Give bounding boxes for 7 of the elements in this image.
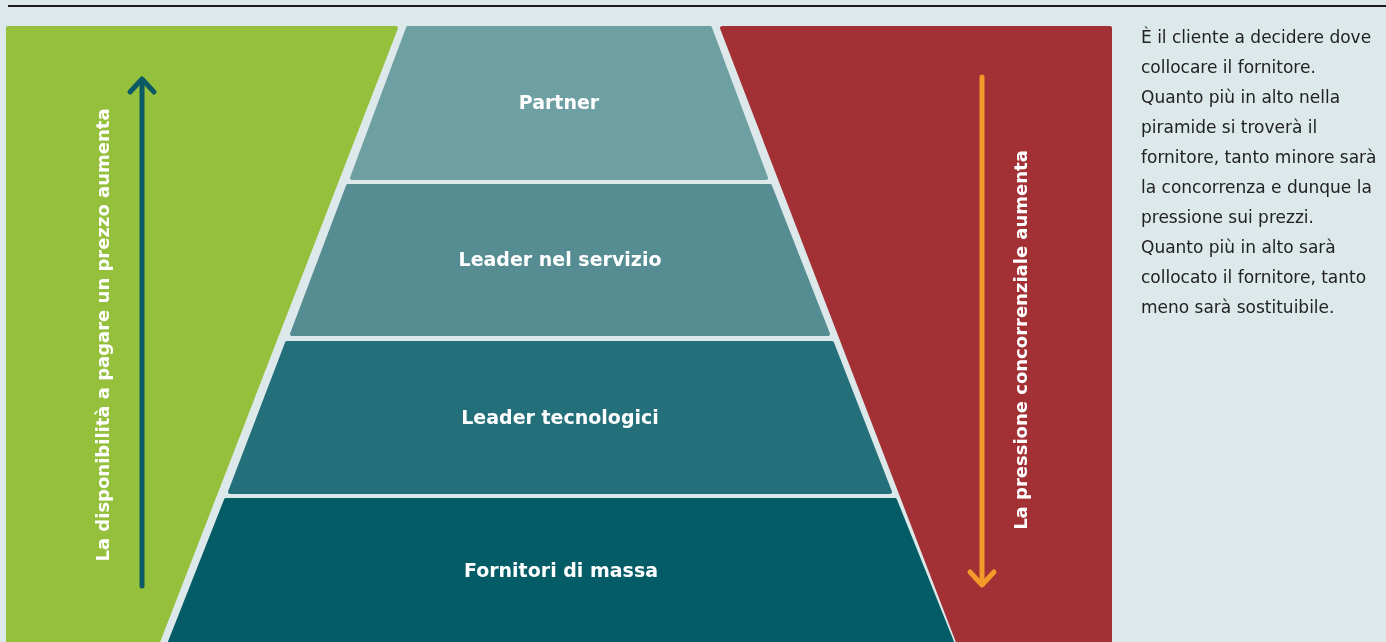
- level-label: Leader tecnologici: [460, 405, 660, 428]
- side-label: La disponibilità a pagare un prezzo aumenta: [91, 108, 113, 562]
- level-label: Partner: [517, 91, 601, 113]
- description-paragraph: È il cliente a decidere dove collocare il fornitore. Quanto più in alto nella piramide si troverà il fornitore, tanto minore sarà la concorrenza e dunque la pressione sui prezzi. Quanto più in alto sarà collocato il fornitore, tanto meno sarà sostituibile.: [1141, 25, 1378, 319]
- level-label: Leader nel servizio: [457, 248, 663, 270]
- level-label: Fornitori di massa: [462, 559, 660, 581]
- side-label: La pressione concorrenziale aumenta: [1009, 150, 1031, 530]
